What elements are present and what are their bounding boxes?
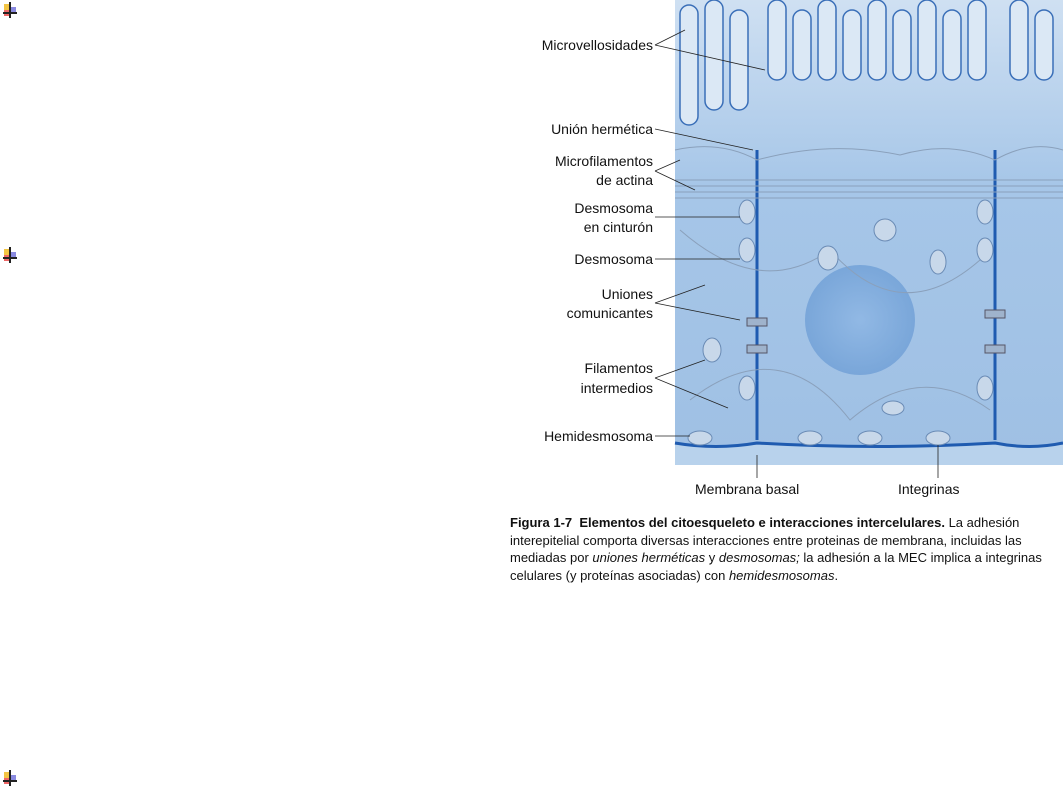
label-intermedios: intermedios	[580, 380, 653, 396]
cell-junction-diagram	[654, 0, 1063, 478]
caption-italic: desmosomas;	[718, 550, 800, 565]
figure-caption: Figura 1-7 Elementos del citoesqueleto e…	[510, 514, 1050, 584]
caption-number: Figura 1-7	[510, 515, 573, 530]
slide-bullet-icon	[3, 247, 17, 263]
label-microfilamentos: Microfilamentos	[554, 153, 653, 169]
label-comunicantes: comunicantes	[566, 305, 653, 321]
caption-title: Elementos del citoesqueleto e interaccio…	[579, 515, 945, 530]
caption-text: La adhesión interepitelial comporta dive…	[510, 515, 1022, 565]
caption-text: la adhesión a la MEC implica a integrina…	[510, 550, 1042, 583]
slide-bullet-icon	[3, 770, 17, 786]
caption-italic: hemidesmosomas	[728, 567, 835, 583]
label-uniones: Uniones	[601, 286, 653, 302]
label-de-actina: de actina	[596, 172, 653, 188]
label-hemidesmosoma: Hemidesmosoma	[544, 428, 653, 444]
caption-text: .	[834, 567, 839, 583]
label-microvellosidades: Microvellosidades	[541, 37, 653, 53]
label-desmosoma: Desmosoma	[574, 251, 653, 267]
slide-bullet-icon	[3, 2, 17, 18]
label-desmosoma-cinturon: Desmosoma	[574, 200, 653, 216]
label-en-cinturon: en cinturón	[583, 219, 653, 235]
label-filamentos: Filamentos	[584, 360, 653, 376]
label-integrinas: Integrinas	[898, 481, 960, 497]
label-membrana-basal: Membrana basal	[695, 481, 800, 497]
label-union-hermetica: Unión hermética	[551, 121, 653, 137]
caption-text: y	[705, 550, 719, 565]
caption-italic: uniones herméticas	[592, 550, 706, 565]
